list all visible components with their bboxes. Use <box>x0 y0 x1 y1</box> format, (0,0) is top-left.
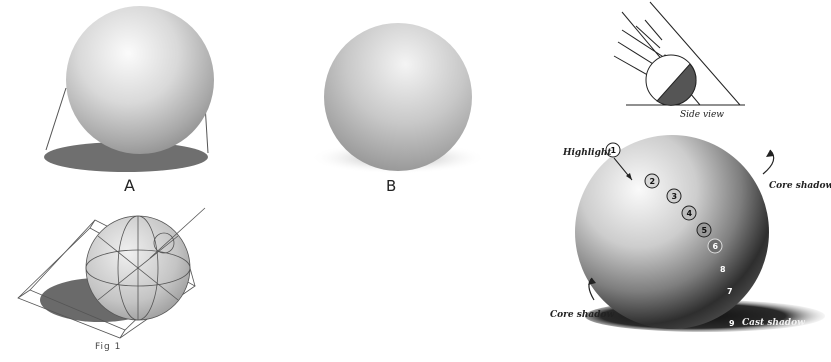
marker-7: 7 <box>727 287 733 296</box>
label-side-view: Side view <box>680 110 724 120</box>
marker-3: 3 <box>667 189 681 203</box>
marker-8: 8 <box>720 265 726 274</box>
label-a: A <box>124 176 136 195</box>
label-core-shadow-left: Core shadow <box>550 310 614 320</box>
marker-2: 2 <box>645 174 659 188</box>
svg-text:3: 3 <box>672 192 678 201</box>
svg-text:7: 7 <box>727 287 733 296</box>
side-view-diagram <box>614 2 745 105</box>
marker-9: 9 <box>729 319 735 328</box>
fig1-construction-sphere <box>18 208 205 338</box>
svg-text:5: 5 <box>702 226 708 235</box>
sphere-b <box>310 23 486 174</box>
svg-text:9: 9 <box>729 319 735 328</box>
svg-text:2: 2 <box>650 177 656 186</box>
label-b: B <box>386 177 396 195</box>
svg-text:6: 6 <box>713 242 719 251</box>
svg-text:4: 4 <box>687 209 693 218</box>
marker-5: 5 <box>697 223 711 237</box>
marker-4: 4 <box>682 206 696 220</box>
svg-text:8: 8 <box>720 265 726 274</box>
label-cast-shadow: Cast shadow <box>742 318 805 328</box>
marker-6: 6 <box>708 239 722 253</box>
label-fig-1: Fig 1 <box>95 342 121 352</box>
label-core-shadow-right: Core shadow <box>769 181 831 191</box>
label-highlight: Highlight <box>563 148 612 158</box>
sphere-a <box>44 6 214 172</box>
